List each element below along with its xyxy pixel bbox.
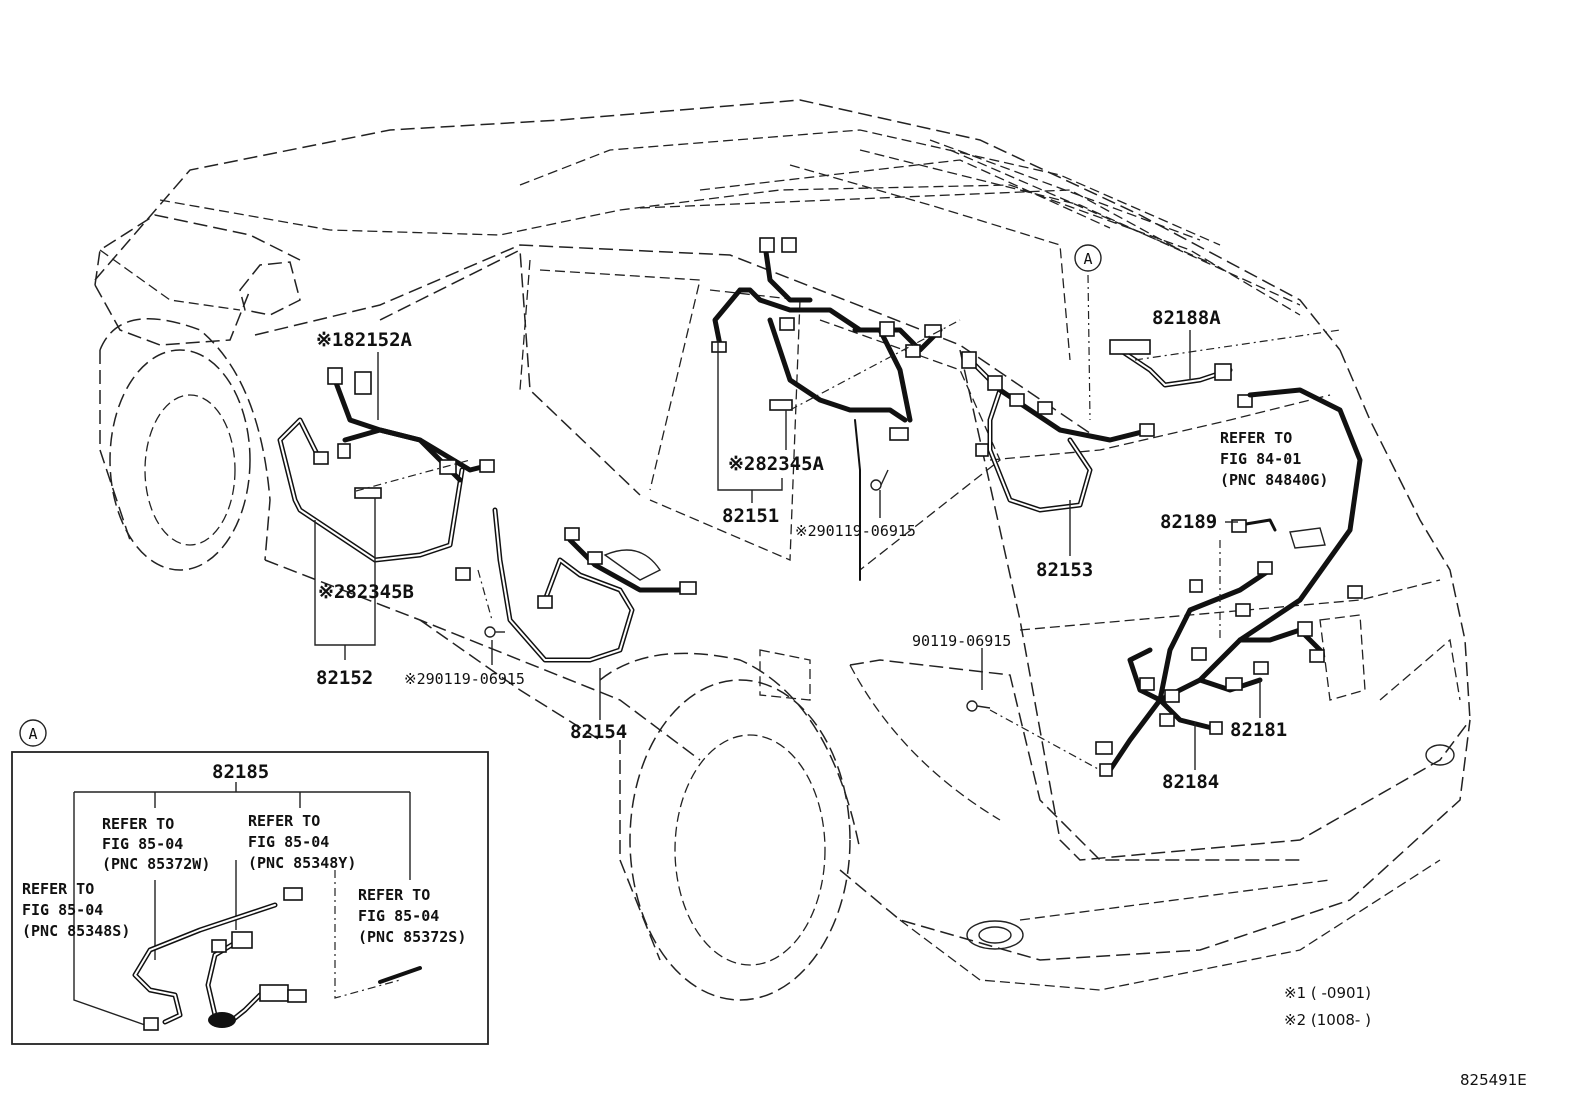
label-82189: 82189 <box>1160 511 1217 533</box>
label-bolt-mid: ※290119-06915 <box>795 522 916 540</box>
detail-ref-y-line2: FIG 85-04 <box>248 833 329 851</box>
detail-ref-s8-line1: REFER TO <box>22 880 94 898</box>
detail-ref-s8-line2: FIG 85-04 <box>22 901 103 919</box>
label-82154: 82154 <box>570 721 627 743</box>
harness-82185 <box>132 887 422 1031</box>
harness-82188A <box>1109 339 1253 408</box>
label-82345B: ※282345B <box>318 581 414 603</box>
label-82345A: ※282345A <box>728 453 825 475</box>
bolt-mid-icon <box>870 469 889 491</box>
vehicle-body-outline <box>94 99 1471 1001</box>
harness-82184 <box>1095 387 1363 777</box>
label-82188A: 82188A <box>1152 307 1221 329</box>
label-82184: 82184 <box>1162 771 1219 793</box>
detail-ref-s7-line1: REFER TO <box>358 886 430 904</box>
harness-82152 <box>277 367 495 581</box>
bolt-right-icon <box>966 700 991 712</box>
label-82181: 82181 <box>1230 719 1287 741</box>
bolt-left-icon <box>484 626 505 638</box>
label-82151: 82151 <box>722 505 779 527</box>
detail-ref-s7-line3: (PNC 85372S) <box>358 928 466 946</box>
label-82153: 82153 <box>1036 559 1093 581</box>
callout-a-main: A <box>1074 244 1102 272</box>
detail-ref-s8-line3: (PNC 85348S) <box>22 922 130 940</box>
label-ref-8401-line1: REFER TO <box>1220 429 1292 447</box>
figure-id: 825491E <box>1460 1071 1527 1089</box>
label-ref-8401-line3: (PNC 84840G) <box>1220 471 1328 489</box>
harness-82153 <box>961 351 1155 513</box>
detail-ref-w-line2: FIG 85-04 <box>102 835 183 853</box>
callout-a-main-label: A <box>1083 250 1092 268</box>
label-82152: 82152 <box>316 667 373 689</box>
detail-ref-y-line1: REFER TO <box>248 812 320 830</box>
label-82152A: ※182152A <box>316 329 413 351</box>
note-2: ※2 (1008- ) <box>1284 1011 1371 1029</box>
detail-ref-w-line1: REFER TO <box>102 815 174 833</box>
leader-lines <box>314 274 1341 771</box>
label-ref-8401-line2: FIG 84-01 <box>1220 450 1301 468</box>
detail-title: 82185 <box>212 761 269 783</box>
detail-ref-s7-line2: FIG 85-04 <box>358 907 439 925</box>
detail-ref-w-line3: (PNC 85372W) <box>102 855 210 873</box>
label-bolt-left: ※290119-06915 <box>404 670 525 688</box>
label-bolt-right: 90119-06915 <box>912 632 1011 650</box>
note-1: ※1 ( -0901) <box>1284 984 1371 1002</box>
harness-82154 <box>492 507 697 663</box>
detail-ref-y-line3: (PNC 85348Y) <box>248 854 356 872</box>
detail-circle-label: A <box>28 725 37 743</box>
detail-box-a: A 82185 REFER TO FIG 85-04 (PNC 85372W) … <box>11 719 489 1045</box>
harness-82151 <box>711 237 943 581</box>
